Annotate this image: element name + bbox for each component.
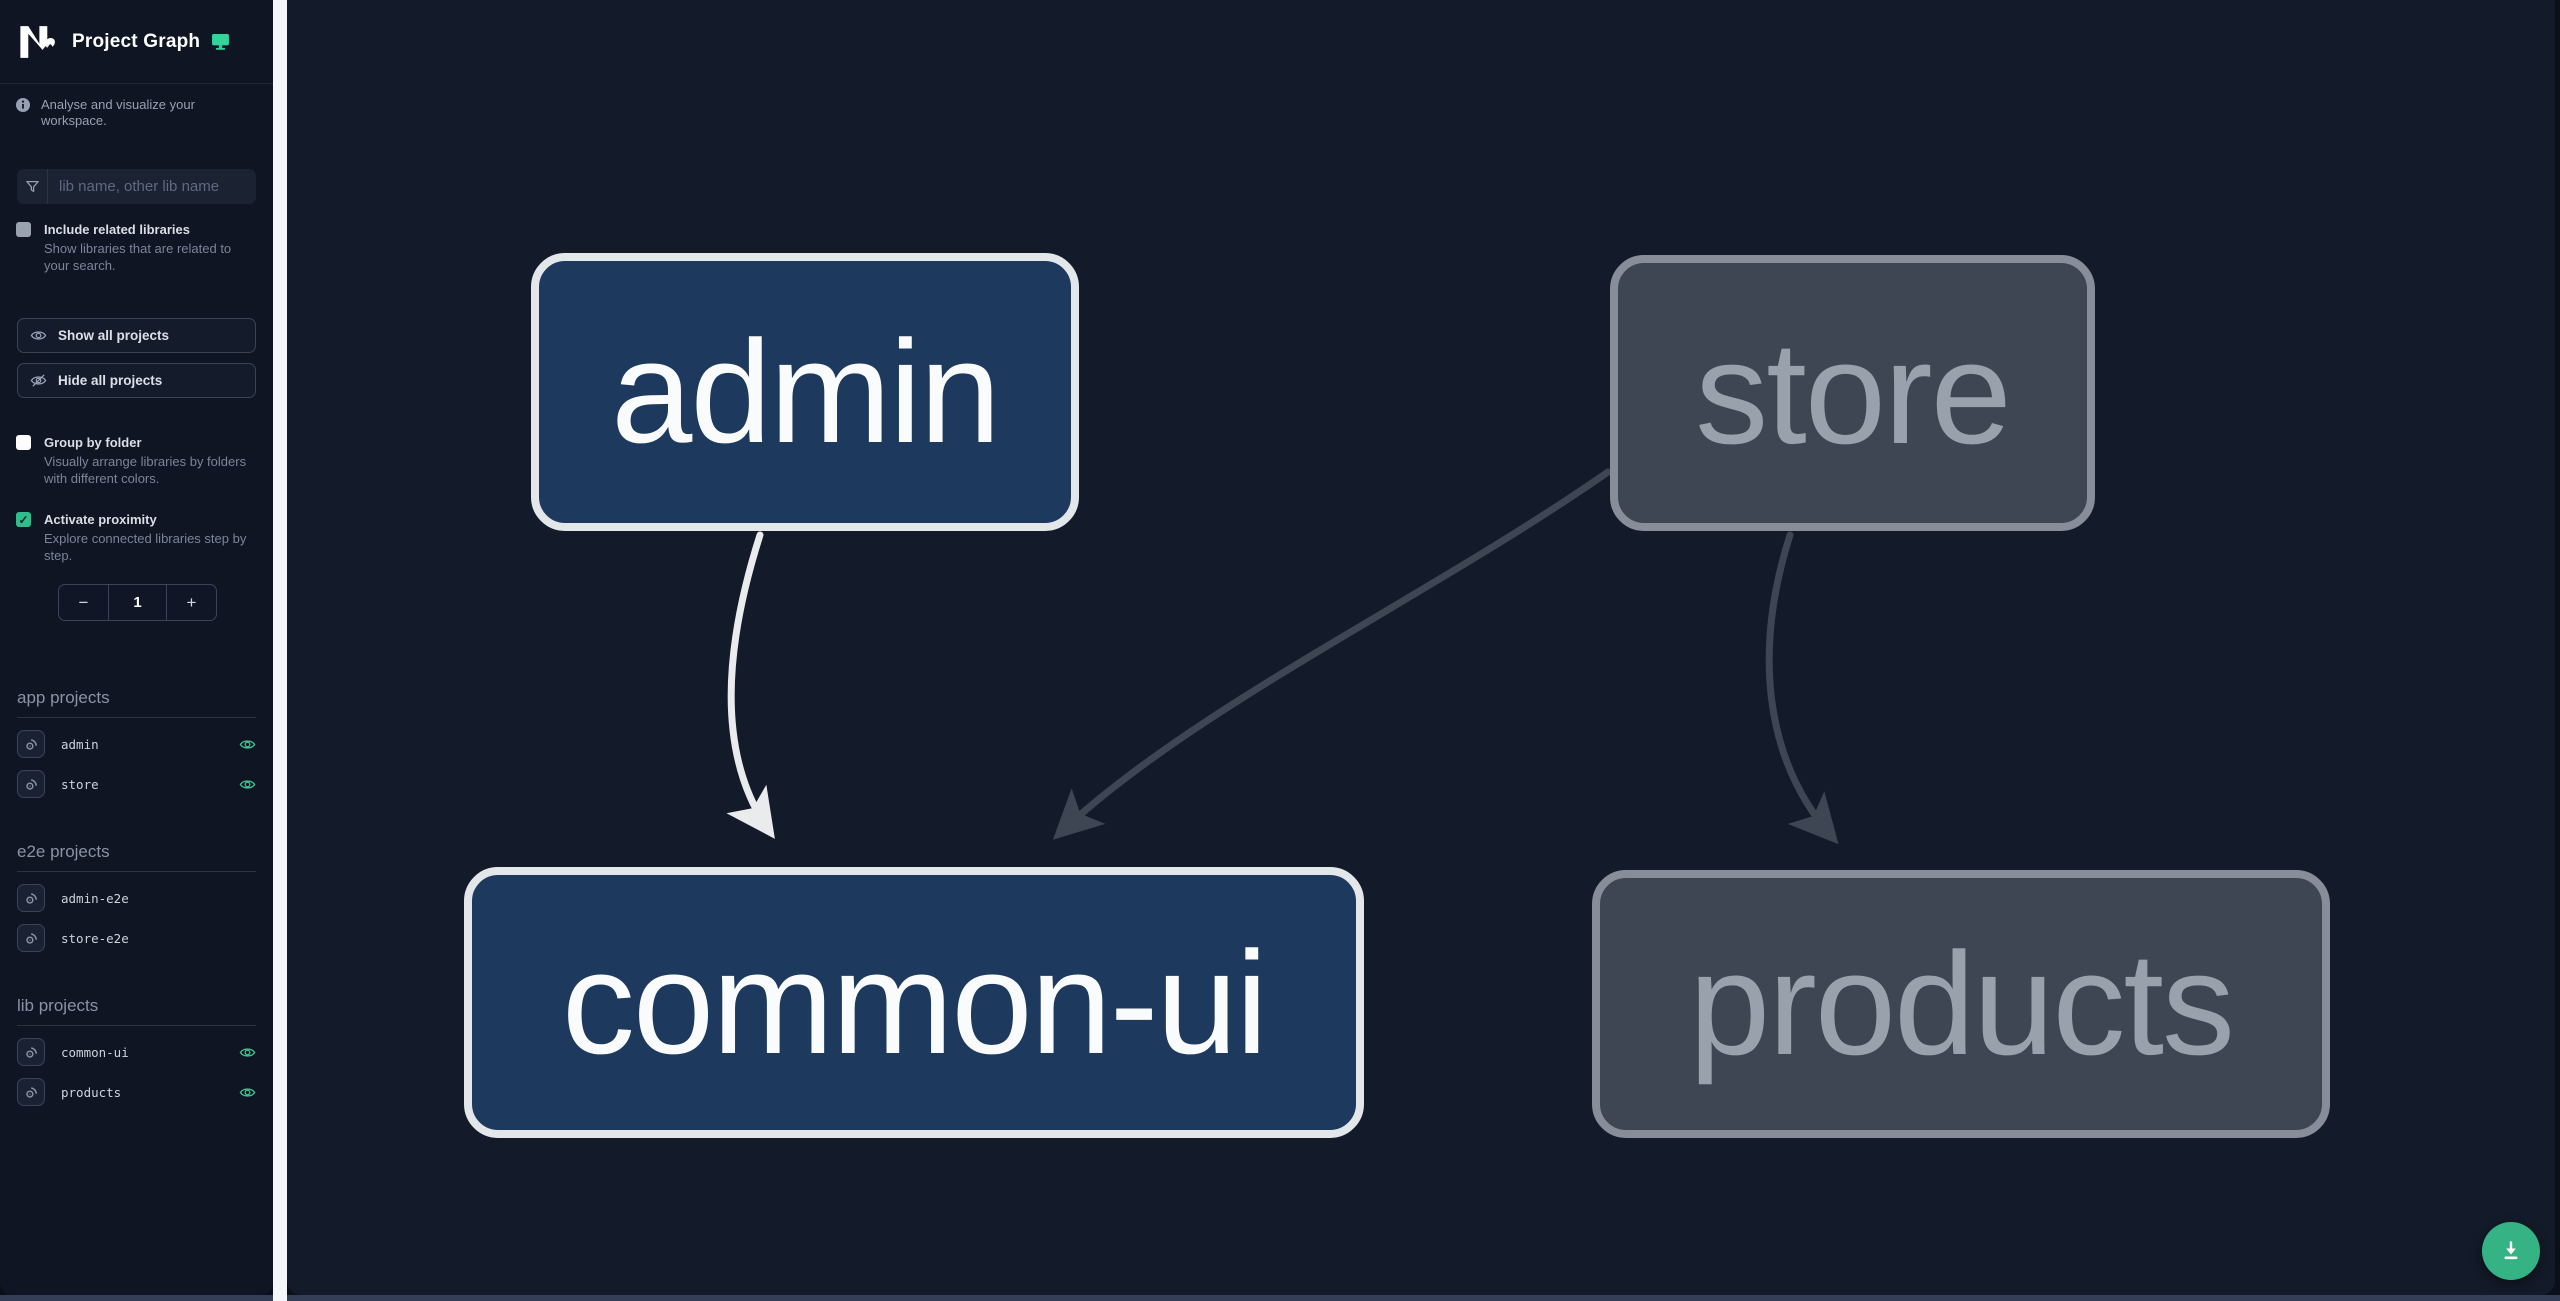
project-name[interactable]: admin xyxy=(61,736,99,752)
project-row-common-ui: common-ui xyxy=(17,1032,256,1072)
project-row-admin-e2e: admin-e2e xyxy=(17,878,256,918)
show-all-projects-label: Show all projects xyxy=(58,328,170,343)
sidebar-header: Project Graph xyxy=(0,0,273,84)
section-heading: e2e projects xyxy=(17,842,256,872)
toggle-visibility-eye-icon[interactable] xyxy=(239,736,256,753)
section-lib-projects: lib projects common-ui xyxy=(17,996,256,1112)
info-icon xyxy=(16,98,30,112)
graph-node-admin[interactable]: admin xyxy=(531,253,1079,531)
focus-project-button[interactable] xyxy=(17,1078,45,1106)
section-heading: lib projects xyxy=(17,996,256,1026)
graph-edges xyxy=(726,468,1839,845)
checkbox-include-related[interactable] xyxy=(16,222,31,237)
sidebar: Project Graph Analyse and visualize your… xyxy=(0,0,273,1295)
proximity-stepper: − 1 + xyxy=(58,584,217,621)
project-row-products: products xyxy=(17,1072,256,1112)
download-image-button[interactable] xyxy=(2482,1222,2540,1280)
project-row-store: store xyxy=(17,764,256,804)
graph-node-common-ui-label: common-ui xyxy=(561,920,1268,1084)
focus-project-button[interactable] xyxy=(17,884,45,912)
graph-node-admin-label: admin xyxy=(611,310,1001,473)
edge-admin-to-common-ui xyxy=(726,531,775,839)
edge-store-to-common-ui xyxy=(1052,468,1612,840)
activate-proximity-label: Activate proximity xyxy=(44,512,157,527)
project-row-store-e2e: store-e2e xyxy=(17,918,256,958)
toggle-visibility-eye-icon[interactable] xyxy=(239,1084,256,1101)
app-title: Project Graph xyxy=(72,30,201,52)
activate-proximity-description: Explore connected libraries step by step… xyxy=(44,531,247,563)
section-heading: app projects xyxy=(17,688,256,718)
nx-logo xyxy=(16,23,58,61)
toggle-visibility-eye-icon[interactable] xyxy=(239,776,256,793)
include-related-description: Show libraries that are related to your … xyxy=(44,241,232,273)
page-bottom-edge xyxy=(0,1295,2560,1301)
hide-all-projects-button[interactable]: Hide all projects xyxy=(17,363,256,398)
section-app-projects: app projects admin xyxy=(17,688,256,804)
proximity-increment-button[interactable]: + xyxy=(186,592,197,612)
proximity-value: 1 xyxy=(108,585,167,620)
graph-canvas[interactable]: admin store common-ui products xyxy=(287,0,2555,1295)
eye-icon xyxy=(30,327,47,344)
checkbox-group-by-folder[interactable] xyxy=(16,435,31,450)
show-all-projects-button[interactable]: Show all projects xyxy=(17,318,256,353)
project-name[interactable]: store-e2e xyxy=(61,930,129,946)
download-icon xyxy=(2499,1239,2523,1263)
section-e2e-projects: e2e projects admin-e2e sto xyxy=(17,842,256,958)
connected-monitor-icon xyxy=(212,33,230,50)
workspace-subtitle: Analyse and visualize your workspace. xyxy=(41,97,195,128)
edge-store-to-products xyxy=(1765,531,1839,845)
project-name[interactable]: products xyxy=(61,1084,122,1100)
focus-project-button[interactable] xyxy=(17,730,45,758)
checkbox-activate-proximity[interactable]: ✓ xyxy=(16,512,31,527)
filter-box xyxy=(17,169,256,204)
project-name[interactable]: common-ui xyxy=(61,1044,129,1060)
focus-project-button[interactable] xyxy=(17,924,45,952)
proximity-decrement-button[interactable]: − xyxy=(78,592,89,612)
focus-project-button[interactable] xyxy=(17,770,45,798)
project-name[interactable]: store xyxy=(61,776,99,792)
focus-project-button[interactable] xyxy=(17,1038,45,1066)
graph-node-products[interactable]: products xyxy=(1592,870,2330,1138)
graph-node-store[interactable]: store xyxy=(1610,255,2095,531)
graph-node-common-ui[interactable]: common-ui xyxy=(464,867,1364,1138)
hide-all-projects-label: Hide all projects xyxy=(58,373,163,388)
filter-input[interactable] xyxy=(48,169,256,204)
group-by-folder-label: Group by folder xyxy=(44,435,142,450)
graph-node-store-label: store xyxy=(1695,311,2012,474)
eye-off-icon xyxy=(30,372,47,389)
project-name[interactable]: admin-e2e xyxy=(61,890,129,906)
group-by-folder-description: Visually arrange libraries by folders wi… xyxy=(44,454,247,486)
sidebar-canvas-divider xyxy=(273,0,287,1301)
project-row-admin: admin xyxy=(17,724,256,764)
graph-node-products-label: products xyxy=(1689,922,2235,1085)
toggle-visibility-eye-icon[interactable] xyxy=(239,1044,256,1061)
funnel-icon xyxy=(17,169,48,204)
include-related-label: Include related libraries xyxy=(44,222,190,237)
workspace-subtitle-row: Analyse and visualize your workspace. xyxy=(0,97,273,129)
